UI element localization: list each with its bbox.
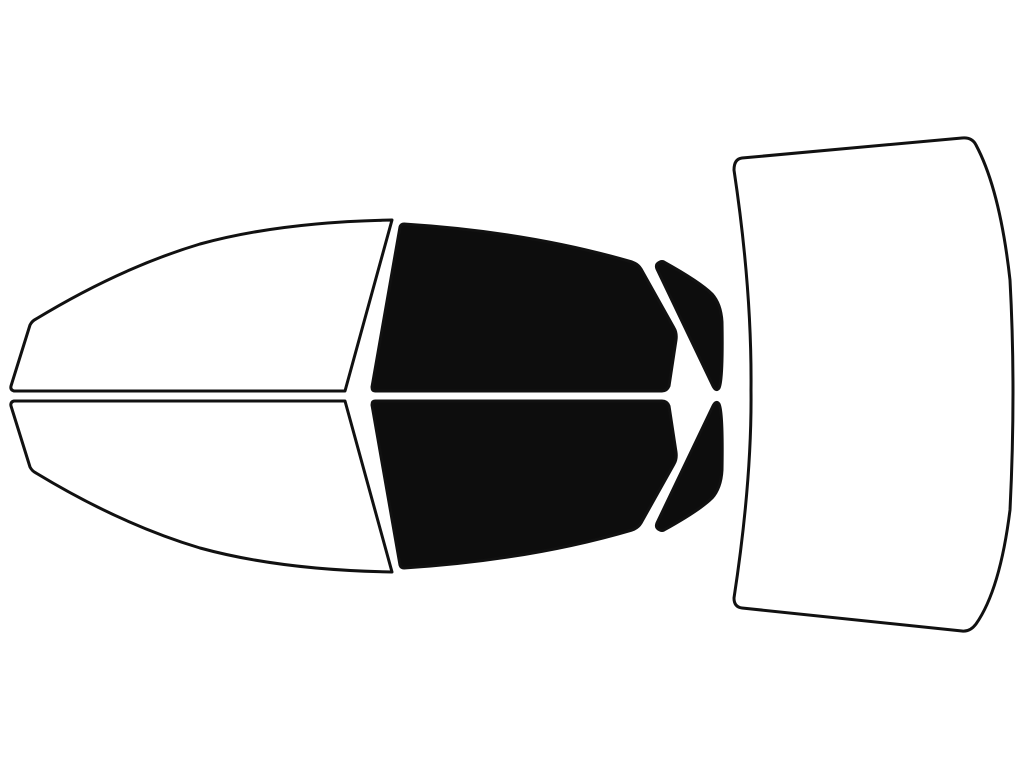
rear-windshield[interactable] [732,136,1015,633]
rear-right-door-window[interactable] [370,399,678,570]
front-left-door-window[interactable] [9,218,394,393]
rear-right-quarter-window[interactable] [654,400,724,532]
front-right-door-window[interactable] [9,399,394,574]
rear-left-quarter-window[interactable] [654,260,724,392]
rear-left-door-window[interactable] [370,222,678,393]
